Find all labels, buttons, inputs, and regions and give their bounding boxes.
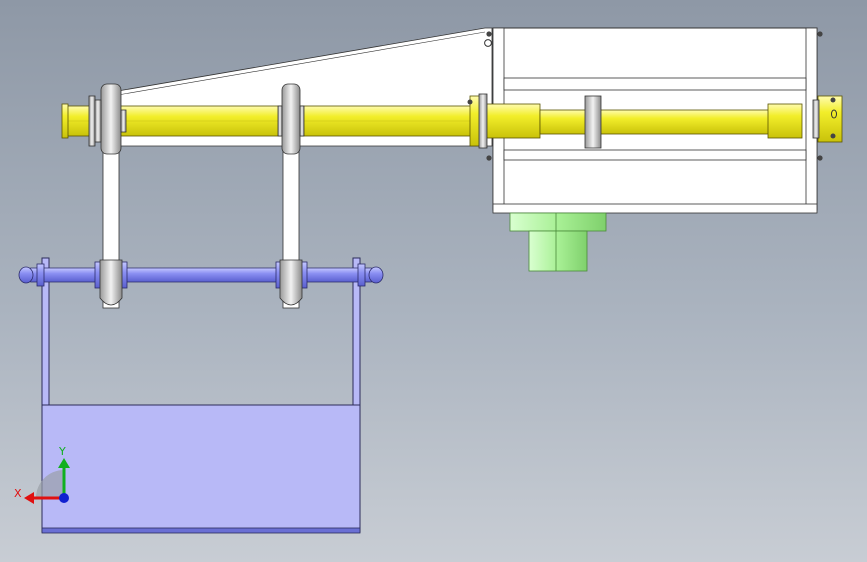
main-shaft[interactable] [61,103,487,139]
bearing-left-flange-b [94,99,102,143]
rod-nut-left-outer [36,263,45,287]
housing-upper-bar [503,77,807,91]
shaft-marker-dot [467,99,473,105]
drive-shaft-end-cap [817,95,843,143]
bin-rod-assembly[interactable] [18,261,384,289]
main-shaft-end-left [61,103,69,139]
bin-rod [27,267,375,283]
bearing-middle-collar-b [299,105,305,137]
triad-y-label: Y [58,445,66,458]
housing-bolt-mid-left [486,155,492,161]
triad-quadrant [36,470,64,498]
hanger-arm-right[interactable] [279,147,303,309]
bearing-middle-plate [281,83,301,155]
frame-edge-line [111,31,486,97]
drive-shaft-end-bolt-bottom [830,133,836,139]
housing-bolt-top-left-2 [484,39,492,47]
triad-z-origin [59,493,69,503]
bearing-middle-collar-a [277,105,283,137]
housing-bolt-mid-right [817,155,823,161]
bin-lower-tray [41,404,361,533]
bearing-left-plate [100,83,122,155]
bin-rod-end-right [368,266,384,284]
hanger-arm-left-yoke [99,259,123,306]
bearing-left[interactable] [88,83,127,155]
drive-shaft-thick-right [767,103,803,139]
housing-lower-bar [503,149,807,161]
bearing-middle[interactable] [277,83,305,155]
drive-shaft-end-hole [831,109,837,119]
drive-shaft-end-bolt-top [830,97,836,103]
drive-shaft-end-flange [812,99,820,139]
drive-shaft-thin [539,109,771,135]
motor-flange [509,212,607,232]
bearing-left-collar [120,109,127,133]
drive-shaft[interactable] [467,93,843,149]
bearing-left-flange-a [88,95,96,147]
rod-nut-right-outer [357,263,366,287]
drive-shaft-thick-left [485,103,541,139]
triad-x-arrow [24,492,34,504]
housing-bolt-top-right [817,31,823,37]
housing-bolt-top-left [486,31,492,37]
bin-rod-end-left [18,266,34,284]
bin-assembly[interactable] [41,257,361,534]
bin-bottom-edge [41,527,361,534]
coordinate-triad: Y X [14,445,70,504]
motor-unit[interactable] [509,212,607,272]
hanger-arm-left[interactable] [99,147,123,309]
housing-base-plate [492,203,818,214]
hanger-arm-right-yoke [279,259,303,306]
motor-body [528,230,588,272]
triad-y-arrow [58,458,70,468]
triad-x-label: X [14,487,22,500]
drive-shaft-coupler [584,95,602,149]
drive-shaft-flange-left-plate [478,93,488,149]
